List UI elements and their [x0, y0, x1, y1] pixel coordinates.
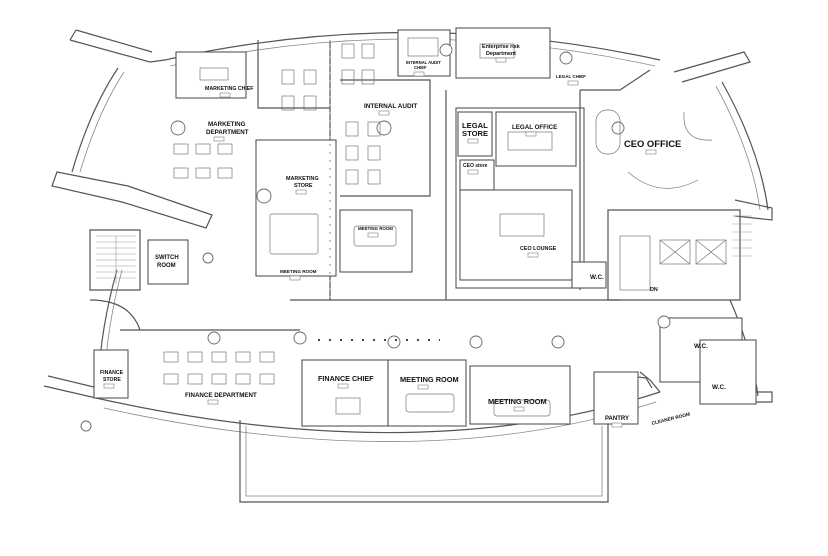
label-switch-room-2: ROOM: [157, 263, 176, 269]
label-wc-right-2: W.C.: [712, 384, 726, 391]
label-finance-store-2: STORE: [103, 377, 121, 383]
label-switch-room-1: SWITCH: [155, 255, 179, 261]
room-labels: MARKETING CHIEF INTERNAL AUDIT CHIEF Ent…: [100, 44, 726, 427]
workstations-audit: [281, 43, 381, 185]
label-legal-store-2: STORE: [462, 129, 488, 138]
label-marketing-store-2: STORE: [294, 183, 313, 189]
label-marketing-chief: MARKETING CHIEF: [205, 86, 253, 92]
label-finance-chief: FINANCE CHIEF: [318, 374, 374, 383]
label-meeting-room-small: MEETING ROOM: [358, 226, 393, 231]
label-ceo-lounge: CEO LOUNGE: [520, 246, 557, 252]
label-internal-audit-chief-1: INTERNAL AUDIT: [406, 60, 441, 65]
label-wc-right-1: W.C.: [694, 343, 708, 350]
label-legal-office: LEGAL OFFICE: [512, 124, 557, 131]
left-staircase: [96, 235, 136, 284]
label-enterprise-risk-2: Department: [486, 51, 516, 57]
label-cleaner-room: CLEANER ROOM: [651, 412, 691, 427]
room-tags: [103, 57, 657, 428]
label-legal-store-1: LEGAL: [462, 121, 488, 130]
label-pantry: PANTRY: [605, 416, 629, 422]
label-ceo-store: CEO store: [463, 163, 488, 169]
label-finance-store-1: FINANCE: [100, 370, 124, 376]
interior-walls: [89, 27, 757, 427]
workstations-marketing: [173, 143, 233, 179]
corridor-markers: [318, 40, 440, 341]
label-ceo-office: CEO OFFICE: [624, 138, 681, 149]
right-core: [619, 215, 752, 291]
label-legal-chief: LEGAL CHIEF: [556, 74, 586, 79]
label-meeting-room-left: MEETING ROOM: [280, 269, 317, 274]
label-marketing-department-1: MARKETING: [208, 121, 246, 128]
workstations-finance: [163, 351, 275, 385]
label-finance-department: FINANCE DEPARTMENT: [185, 392, 257, 399]
structural-columns: [80, 43, 671, 432]
label-dn: DN: [650, 287, 658, 293]
label-internal-audit: INTERNAL AUDIT: [364, 103, 417, 110]
label-marketing-store-1: MARKETING: [286, 176, 319, 182]
label-marketing-department-2: DEPARTMENT: [206, 129, 249, 136]
label-internal-audit-chief-2: CHIEF: [414, 65, 427, 70]
label-meeting-room-center: MEETING ROOM: [400, 375, 459, 384]
label-enterprise-risk-1: Enterprise risk: [482, 44, 520, 50]
label-wc-ceo: W.C.: [590, 274, 604, 281]
label-meeting-room-right: MEETING ROOM: [488, 397, 547, 406]
